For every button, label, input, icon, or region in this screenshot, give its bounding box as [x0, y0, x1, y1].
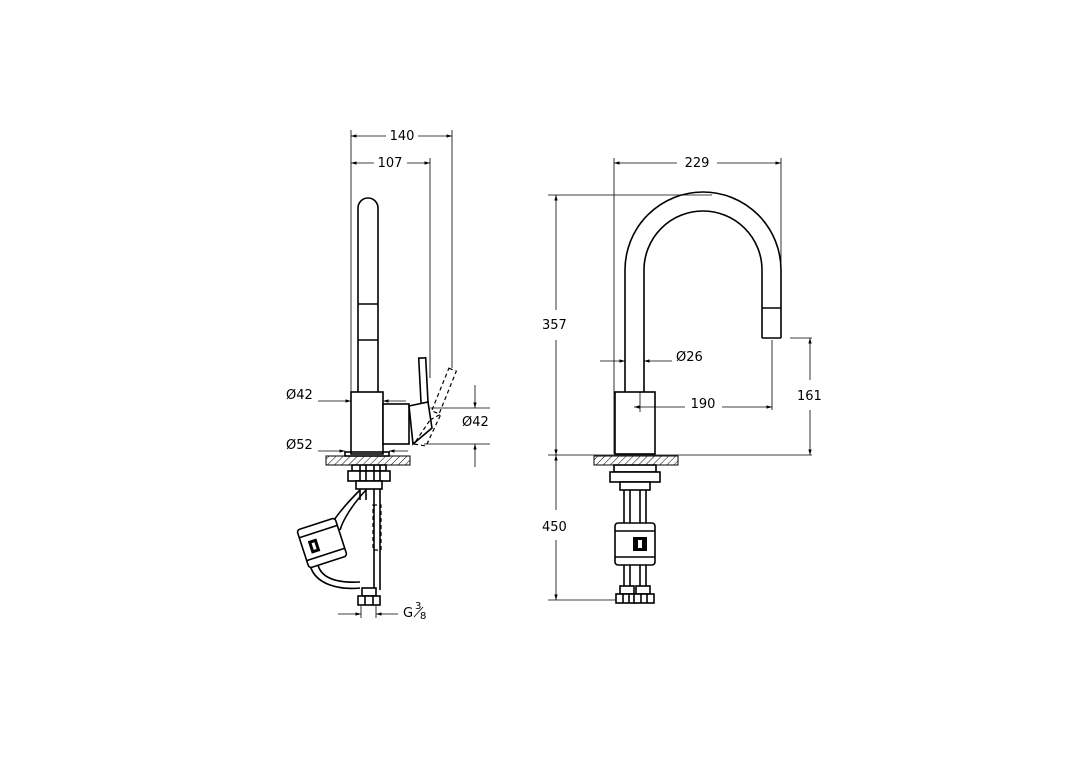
dim-total-width-label: 140: [390, 129, 415, 144]
dim-connection: G 3 8: [338, 601, 426, 622]
dim-base-diameter-label: Ø52: [286, 438, 313, 453]
front-connection-nuts: [615, 585, 655, 604]
dim-lever-diameter: Ø42: [424, 385, 490, 467]
dim-spout-width-label: 229: [685, 156, 710, 171]
dim-outlet-height: 161: [797, 338, 822, 455]
dim-base-diameter: Ø52: [286, 438, 408, 453]
front-body: [614, 391, 656, 455]
dim-body-diameter: Ø42: [286, 388, 406, 403]
dim-below-deck: 450: [542, 455, 567, 600]
dim-outlet-diameter-label: Ø26: [676, 350, 703, 365]
dim-connection-g: G: [403, 606, 413, 621]
front-spout: [624, 191, 782, 392]
hose-weight: [296, 517, 348, 569]
side-deck: [325, 455, 411, 500]
side-spout: [357, 197, 379, 392]
dim-outlet-height-label: 161: [797, 389, 822, 404]
front-deck: [593, 455, 679, 491]
front-hoses: [614, 490, 656, 590]
dim-reach-label: 190: [691, 397, 716, 412]
front-hose-weight: [614, 522, 656, 566]
dim-total-width: 140: [351, 129, 452, 144]
dim-connection-num: 3: [415, 601, 421, 612]
dim-height-label: 357: [542, 318, 567, 333]
front-view: 229 357 Ø26 190: [542, 156, 822, 604]
side-view: 140 107: [286, 129, 490, 622]
side-body: [344, 391, 410, 457]
dim-body-diameter-label: Ø42: [286, 388, 313, 403]
side-connection-nut: [357, 587, 381, 606]
dim-spout-reach: 107: [351, 156, 430, 171]
side-hoses: [296, 489, 382, 590]
dim-reach: 190: [634, 397, 772, 412]
side-lever: [408, 356, 433, 446]
dim-below-deck-label: 450: [542, 520, 567, 535]
dim-spout-width: 229: [614, 156, 781, 171]
dim-spout-reach-label: 107: [378, 156, 403, 171]
dim-lever-diameter-label: Ø42: [462, 415, 489, 430]
dim-height: 357: [542, 195, 567, 455]
dim-connection-den: 8: [420, 611, 426, 622]
dim-outlet-diameter: Ø26: [600, 350, 703, 365]
side-lever-alt: [412, 367, 458, 447]
